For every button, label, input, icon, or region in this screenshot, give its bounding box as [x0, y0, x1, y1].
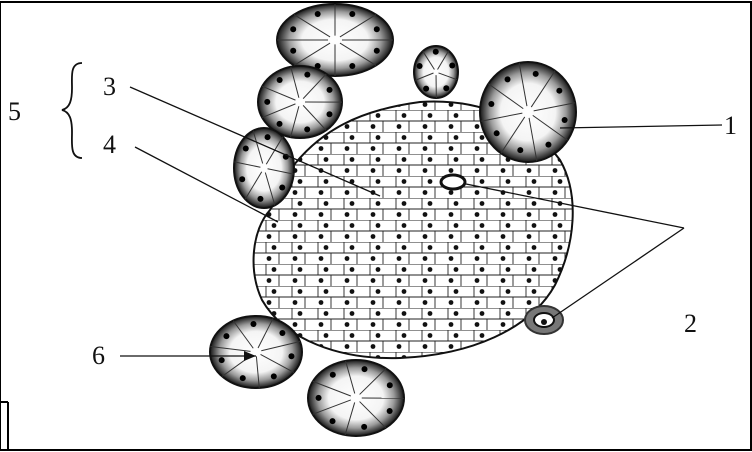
label-4: 4: [103, 130, 116, 159]
leader-1: [560, 125, 722, 128]
acinus: [234, 128, 294, 208]
label-5: 5: [8, 97, 21, 126]
acinus: [480, 62, 576, 162]
acinus: [258, 66, 342, 138]
outer-capillary: [525, 306, 563, 334]
label-2: 2: [684, 309, 697, 338]
leader-2b: [552, 228, 684, 318]
acinus: [210, 316, 302, 388]
brace-5: [62, 63, 82, 158]
acinus: [308, 360, 404, 436]
label-1: 1: [724, 111, 737, 140]
acinus: [277, 4, 393, 76]
islet-capillary: [441, 175, 465, 189]
label-6: 6: [92, 341, 105, 370]
label-3: 3: [103, 72, 116, 101]
acinus: [414, 46, 458, 98]
